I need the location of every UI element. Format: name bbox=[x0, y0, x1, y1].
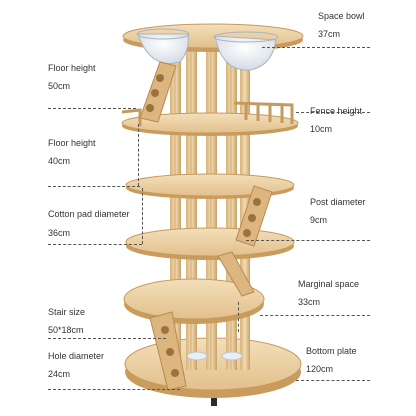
label-fence-height: Fence height bbox=[310, 106, 363, 116]
ladder-top bbox=[139, 61, 177, 123]
fence bbox=[121, 101, 294, 126]
value-floor-height-1: 50cm bbox=[48, 81, 71, 91]
value-marginal-space: 33cm bbox=[298, 297, 321, 307]
ladder-middle bbox=[235, 185, 273, 247]
value-stair-size: 50*18cm bbox=[48, 325, 84, 335]
leader-space-bowl bbox=[262, 47, 370, 48]
value-hole-diameter: 24cm bbox=[48, 369, 71, 379]
leader-bottom-plate bbox=[296, 380, 370, 381]
leader-floor-height-1 bbox=[48, 108, 136, 109]
plate-level-1 bbox=[123, 278, 265, 324]
leader-post-diameter bbox=[246, 240, 370, 241]
label-stair-size: Stair size bbox=[48, 307, 86, 317]
value-floor-height-2: 40cm bbox=[48, 156, 71, 166]
vleader-floor-height-2 bbox=[142, 188, 143, 244]
ladder-bottom bbox=[149, 311, 187, 391]
leader-fence-height bbox=[296, 112, 370, 113]
plate-level-4 bbox=[121, 112, 299, 136]
leader-marginal-space bbox=[260, 315, 370, 316]
label-space-bowl: Space bowl bbox=[318, 11, 365, 21]
label-floor-height-2: Floor height bbox=[48, 138, 96, 148]
value-cotton-pad-diameter: 36cm bbox=[48, 228, 71, 238]
leader-floor-height-2 bbox=[48, 186, 140, 187]
leader-hole-diameter bbox=[48, 389, 180, 390]
leader-cotton-pad bbox=[48, 244, 142, 245]
plate-level-2 bbox=[125, 227, 295, 260]
plate-foot bbox=[211, 398, 217, 406]
leader-stair-size bbox=[48, 338, 166, 339]
vleader-marginal-space bbox=[238, 302, 239, 332]
label-hole-diameter: Hole diameter bbox=[48, 351, 105, 361]
value-post-diameter: 9cm bbox=[310, 215, 328, 225]
label-post-diameter: Post diameter bbox=[310, 197, 366, 207]
value-space-bowl: 37cm bbox=[318, 29, 341, 39]
ladder-lower bbox=[217, 251, 255, 297]
value-bottom-plate: 120cm bbox=[306, 364, 334, 374]
label-floor-height-1: Floor height bbox=[48, 63, 96, 73]
label-marginal-space: Marginal space bbox=[298, 279, 360, 289]
space-bowls bbox=[136, 28, 279, 71]
label-cotton-pad-diameter: Cotton pad diameter bbox=[48, 209, 130, 219]
label-bottom-plate: Bottom plate bbox=[306, 346, 357, 356]
vleader-floor-height-1 bbox=[138, 124, 139, 186]
value-fence-height: 10cm bbox=[310, 124, 333, 134]
